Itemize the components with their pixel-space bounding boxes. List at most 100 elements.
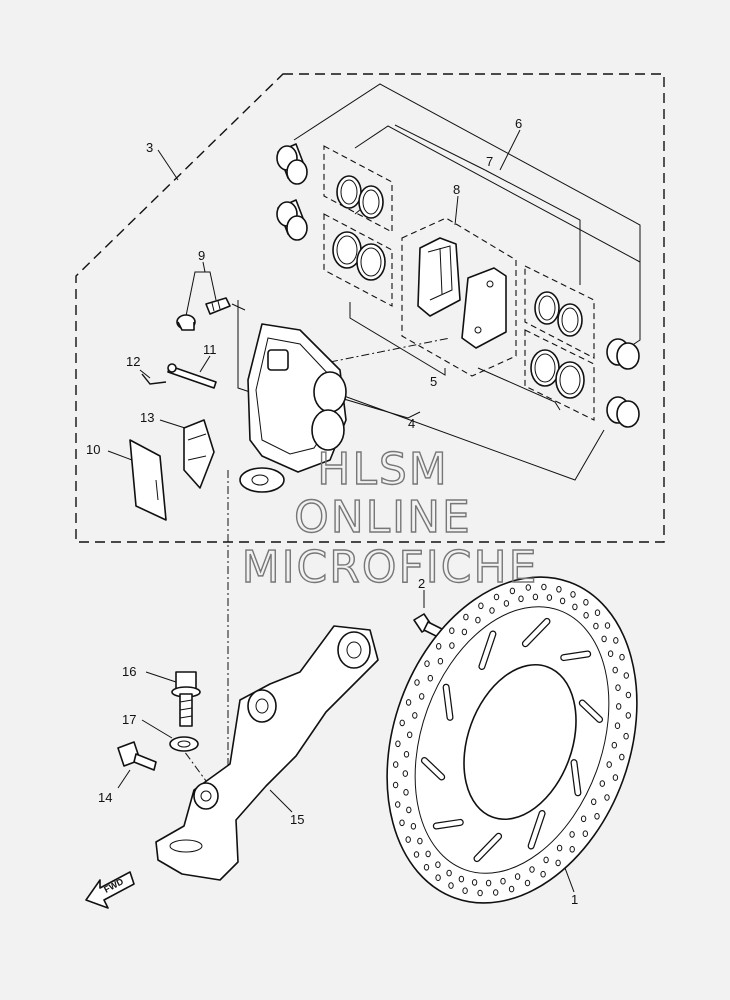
disc-vent-slot [479, 631, 496, 669]
watermark-line-1: HLSM [317, 444, 449, 495]
watermark-line-3: MICROFICHE [242, 542, 539, 593]
disc-drill-hole [572, 603, 578, 611]
disc-drill-hole [582, 830, 588, 838]
callout-4: 4 [408, 416, 415, 431]
disc-drill-hole [407, 731, 413, 739]
seal-group-lower-right [524, 329, 595, 421]
disc-drill-hole [583, 599, 589, 606]
disc-drill-hole [395, 740, 401, 748]
disc-drill-hole [477, 889, 483, 897]
disc-drill-hole [403, 789, 409, 796]
brake-pad-right [461, 267, 507, 349]
callout-1: 1 [571, 892, 578, 907]
caliper-body [239, 323, 347, 493]
disc-drill-hole [619, 653, 625, 661]
disc-drill-hole [485, 879, 492, 887]
disc-vent-slot [571, 760, 581, 796]
disc-drill-hole [625, 712, 631, 719]
disc-drill-hole [392, 781, 399, 789]
disc-drill-hole [614, 722, 621, 730]
pad-pin [167, 363, 217, 389]
disc-vent-slot [422, 758, 444, 780]
disc-drill-hole [591, 798, 597, 806]
disc-drill-hole [524, 879, 531, 887]
disc-drill-hole [529, 866, 535, 873]
disc-drill-hole [423, 864, 430, 871]
disc-drill-hole [413, 851, 420, 858]
disc-drill-hole [583, 612, 589, 619]
disc-drill-hole [471, 879, 478, 886]
callout-15: 15 [290, 812, 304, 827]
disc-drill-hole [435, 874, 441, 882]
disc-drill-hole [425, 850, 431, 858]
disc-drill-hole [508, 885, 515, 893]
disc-drill-hole [503, 600, 510, 607]
callout-17: 17 [122, 712, 136, 727]
caliper-assembly-boundary [75, 73, 665, 543]
disc-drill-hole [463, 613, 469, 621]
disc-drill-hole [478, 602, 484, 610]
disc-drill-hole [525, 584, 531, 591]
seal-group-upper-right [524, 265, 595, 359]
disc-drill-hole [604, 622, 611, 629]
disc-drill-hole [405, 836, 411, 843]
disc-drill-hole [475, 616, 481, 624]
disc-drill-hole [405, 699, 412, 706]
disc-drill-hole [462, 887, 468, 895]
piston-upper-right [606, 338, 640, 370]
disc-drill-hole [448, 882, 454, 889]
disc-drill-hole [518, 595, 524, 603]
disc-drill-hole [594, 609, 601, 617]
disc-drill-hole [594, 813, 600, 820]
callout-13: 13 [140, 410, 154, 425]
disc-drill-hole [393, 761, 399, 768]
piston-upper-left [276, 143, 308, 185]
disc-drill-hole [493, 889, 499, 896]
disc-drill-hole [458, 875, 465, 883]
callout-9: 9 [198, 248, 205, 263]
piston-lower-left [276, 199, 308, 241]
disc-drill-hole [623, 732, 629, 740]
disc-drill-hole [427, 674, 433, 682]
disc-vent-slot [561, 651, 590, 660]
disc-vent-slot [474, 834, 501, 861]
seal-group-upper-left [323, 145, 393, 233]
bolt-14 [117, 741, 157, 771]
callout-3: 3 [146, 140, 153, 155]
disc-drill-hole [611, 741, 617, 749]
disc-drill-hole [449, 627, 455, 635]
disc-drill-hole [514, 873, 521, 880]
disc-drill-hole [424, 660, 430, 668]
disc-vent-slot [523, 619, 550, 646]
disc-drill-hole [406, 806, 412, 814]
callout-8: 8 [453, 182, 460, 197]
disc-vent-slot [443, 684, 453, 720]
disc-drill-hole [556, 844, 563, 852]
callout-11: 11 [203, 342, 217, 357]
disc-drill-hole [580, 815, 587, 823]
disc-drill-hole [613, 637, 619, 644]
disc-drill-hole [619, 753, 625, 761]
pad-kit-group [401, 217, 517, 377]
disc-drill-hole [625, 691, 632, 699]
disc-drill-hole [412, 712, 418, 719]
disc-drill-hole [623, 672, 629, 679]
disc-drill-hole [607, 650, 614, 658]
callout-10: 10 [86, 442, 100, 457]
callout-2: 2 [418, 576, 425, 591]
callout-12: 12 [126, 354, 140, 369]
disc-drill-hole [593, 622, 599, 630]
bleed-screw [176, 297, 231, 331]
disc-drill-hole [555, 859, 561, 867]
disc-drill-hole [436, 643, 442, 650]
disc-drill-hole [570, 591, 576, 598]
disc-drill-hole [489, 607, 495, 614]
disc-drill-hole [437, 657, 444, 665]
disc-drill-hole [606, 761, 612, 768]
seal-group-lower-left [323, 213, 393, 307]
caliper-bracket [155, 625, 379, 881]
brake-pad-left [417, 237, 461, 317]
disc-drill-hole [399, 819, 405, 827]
disc-drill-hole [559, 597, 566, 605]
